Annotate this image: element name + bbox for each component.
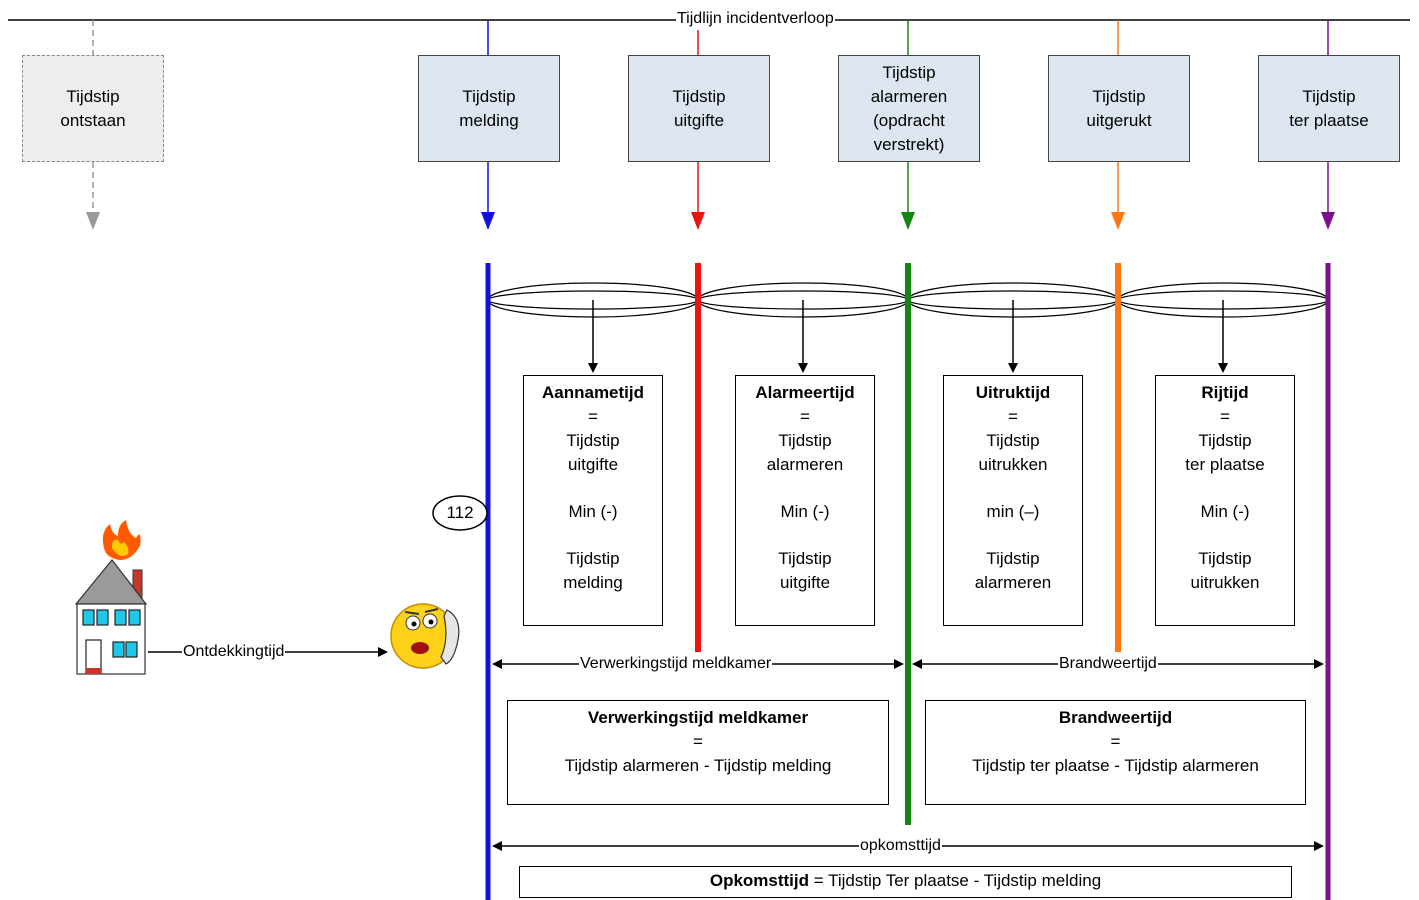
formula-box-uitruktijd: Uitruktijd = Tijdstip uitrukken min (–) … bbox=[943, 375, 1083, 626]
formula-b1: Tijdstip bbox=[778, 549, 832, 568]
time-box-ter-plaatse-line2: ter plaatse bbox=[1289, 110, 1369, 130]
formula-box-alarmeertijd: Alarmeertijd = Tijdstip alarmeren Min (-… bbox=[735, 375, 875, 626]
time-box-alarmeren-line3: (opdracht bbox=[873, 110, 945, 130]
discovery-time-label: Ontdekkingtijd bbox=[182, 640, 286, 664]
time-box-alarmeren-line2: alarmeren bbox=[870, 86, 948, 106]
span-opkomst-label: opkomsttijd bbox=[859, 834, 942, 858]
time-box-alarmeren-line4: verstrekt) bbox=[873, 134, 945, 154]
burning-house-icon bbox=[74, 520, 148, 675]
formula-eq: = bbox=[1008, 407, 1018, 426]
summary-eq: = bbox=[693, 732, 703, 751]
time-box-ter-plaatse-line1: Tijdstip bbox=[1302, 86, 1356, 106]
formula-title: Rijtijd bbox=[1201, 383, 1249, 402]
summary-formula: Tijdstip ter plaatse - Tijdstip alarmere… bbox=[972, 756, 1259, 775]
time-box-ontstaan: Tijdstip ontstaan bbox=[22, 55, 164, 162]
time-box-uitgerukt-line2: uitgerukt bbox=[1086, 110, 1152, 130]
formula-box-rijtijd: Rijtijd = Tijdstip ter plaatse Min (-) T… bbox=[1155, 375, 1295, 626]
formula-op: min (–) bbox=[986, 502, 1040, 521]
time-box-melding-line1: Tijdstip bbox=[462, 86, 516, 106]
formula-b1: Tijdstip bbox=[1198, 549, 1252, 568]
formula-eq: = bbox=[800, 407, 810, 426]
formula-title: Alarmeertijd bbox=[755, 383, 855, 402]
time-box-melding: Tijdstip melding bbox=[418, 55, 560, 162]
formula-title: Aannametijd bbox=[541, 383, 645, 402]
formula-a1: Tijdstip bbox=[778, 431, 832, 450]
time-box-alarmeren: Tijdstip alarmeren (opdracht verstrekt) bbox=[838, 55, 980, 162]
summary-box-verwerkingstijd: Verwerkingstijd meldkamer = Tijdstip ala… bbox=[507, 700, 889, 805]
formula-a2: ter plaatse bbox=[1185, 455, 1265, 474]
time-box-uitgifte-line1: Tijdstip bbox=[672, 86, 726, 106]
span-verwerking-label: Verwerkingstijd meldkamer bbox=[579, 652, 773, 676]
formula-op: Min (-) bbox=[1200, 502, 1250, 521]
time-box-uitgifte: Tijdstip uitgifte bbox=[628, 55, 770, 162]
formula-op: Min (-) bbox=[568, 502, 618, 521]
formula-title: Uitruktijd bbox=[975, 383, 1051, 402]
formula-b2: uitgifte bbox=[779, 573, 831, 592]
formula-a2: alarmeren bbox=[766, 455, 844, 474]
formula-eq: = bbox=[588, 407, 598, 426]
formula-eq: = bbox=[1220, 407, 1230, 426]
summary-formula: = Tijdstip Ter plaatse - Tijdstip meldin… bbox=[809, 871, 1102, 890]
summary-title: Brandweertijd bbox=[1058, 708, 1173, 727]
timeline-title: Tijdlijn incidentverloop bbox=[676, 8, 835, 30]
span-brandweer-label: Brandweertijd bbox=[1058, 652, 1158, 676]
formula-b1: Tijdstip bbox=[986, 549, 1040, 568]
time-box-alarmeren-line1: Tijdstip bbox=[882, 62, 936, 82]
time-box-uitgerukt-line1: Tijdstip bbox=[1092, 86, 1146, 106]
summary-box-opkomsttijd: Opkomsttijd = Tijdstip Ter plaatse - Tij… bbox=[519, 866, 1292, 898]
time-box-ter-plaatse: Tijdstip ter plaatse bbox=[1258, 55, 1400, 162]
phone-number-badge bbox=[432, 495, 488, 531]
time-box-ontstaan-line1: Tijdstip bbox=[66, 86, 120, 106]
formula-a2: uitgifte bbox=[567, 455, 619, 474]
time-box-uitgifte-line2: uitgifte bbox=[673, 110, 725, 130]
formula-b2: alarmeren bbox=[974, 573, 1052, 592]
summary-eq: = bbox=[1110, 732, 1121, 751]
formula-b2: melding bbox=[563, 573, 623, 592]
summary-title: Opkomsttijd bbox=[709, 871, 810, 890]
formula-a1: Tijdstip bbox=[1198, 431, 1252, 450]
time-box-uitgerukt: Tijdstip uitgerukt bbox=[1048, 55, 1190, 162]
formula-op: Min (-) bbox=[780, 502, 830, 521]
formula-a2: uitrukken bbox=[978, 455, 1048, 474]
phone-number-label: 112 bbox=[446, 503, 474, 522]
summary-box-brandweertijd: Brandweertijd = Tijdstip ter plaatse - T… bbox=[925, 700, 1306, 805]
summary-title: Verwerkingstijd meldkamer bbox=[587, 708, 809, 727]
summary-formula: Tijdstip alarmeren - Tijdstip melding bbox=[564, 756, 832, 775]
caller-smiley-icon bbox=[390, 603, 460, 669]
formula-box-aannametijd: Aannametijd = Tijdstip uitgifte Min (-) … bbox=[523, 375, 663, 626]
formula-b1: Tijdstip bbox=[566, 549, 620, 568]
formula-a1: Tijdstip bbox=[566, 431, 620, 450]
time-box-ontstaan-line2: ontstaan bbox=[60, 110, 126, 130]
time-box-melding-line2: melding bbox=[459, 110, 519, 130]
formula-b2: uitrukken bbox=[1190, 573, 1260, 592]
formula-a1: Tijdstip bbox=[986, 431, 1040, 450]
